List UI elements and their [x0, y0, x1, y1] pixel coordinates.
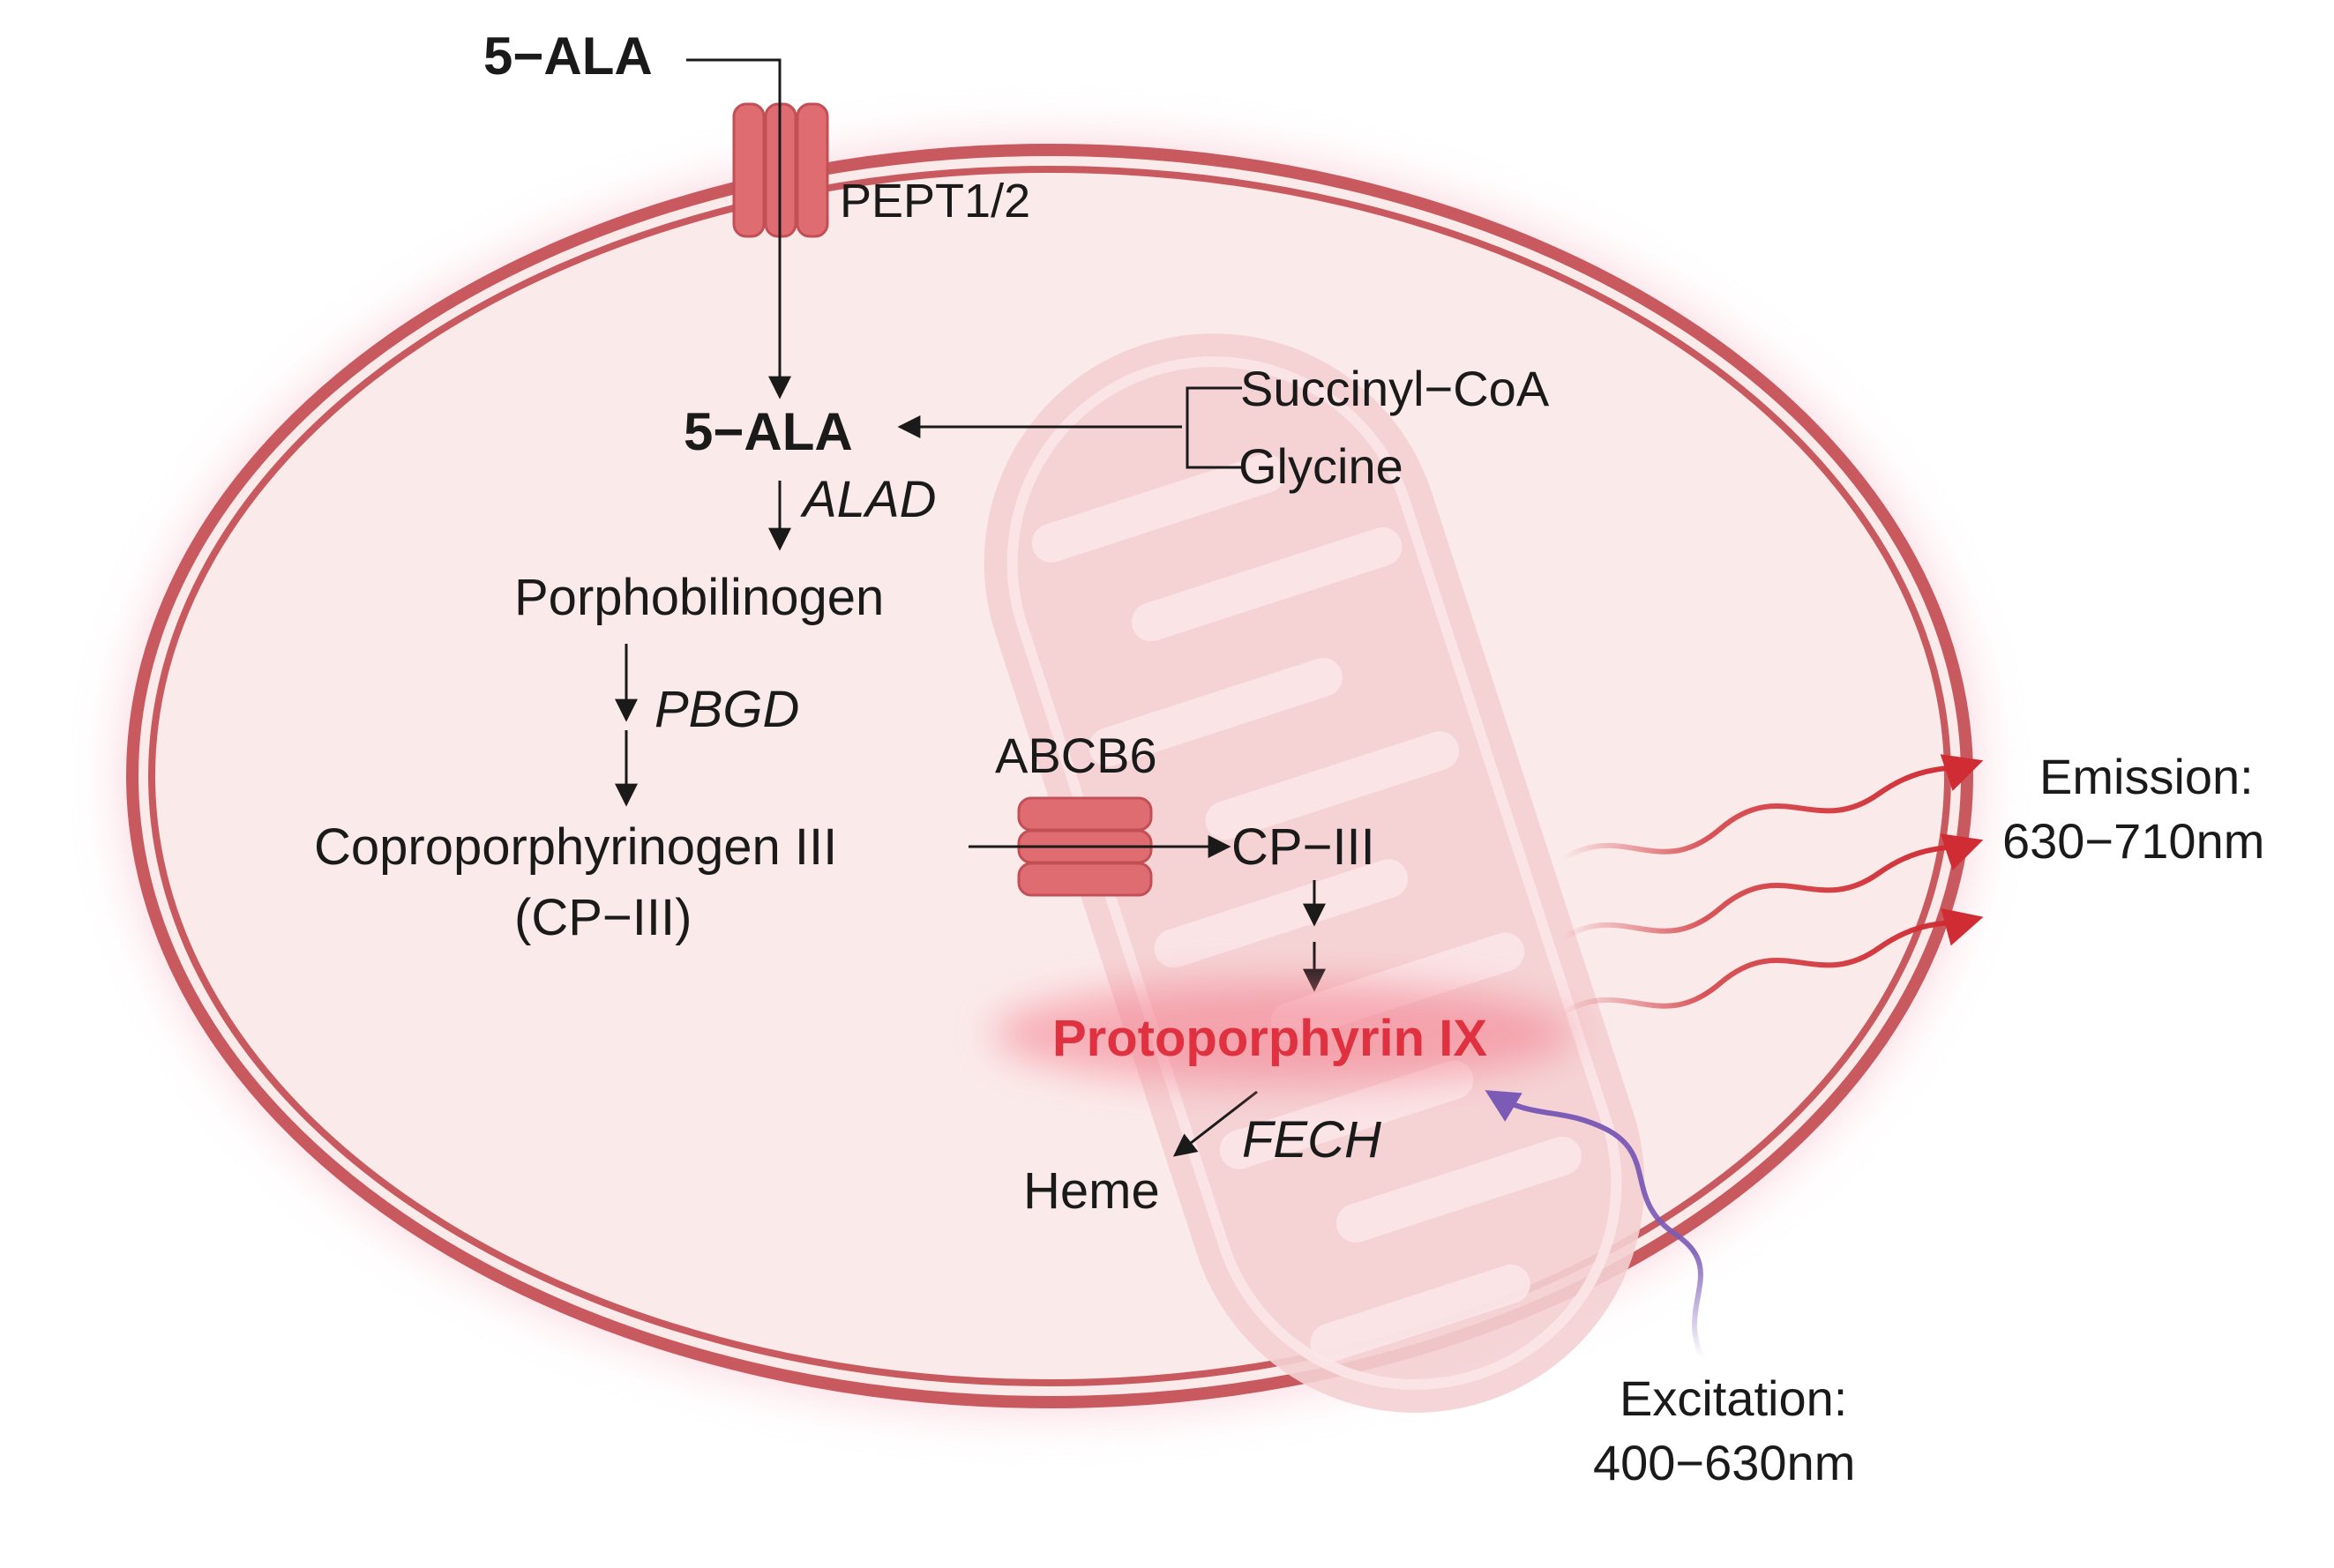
coproporphyrinogen-label: Coproporphyrinogen III — [314, 818, 837, 876]
excitation-arrow — [1485, 1090, 1705, 1360]
cp3-abbr-label: (CP−III) — [514, 889, 692, 946]
ppix-glow — [992, 982, 1575, 1085]
ala-outside-label: 5−ALA — [483, 26, 653, 86]
ppix-label: Protoporphyrin IX — [1052, 1010, 1487, 1067]
cp3-label: CP−III — [1231, 818, 1375, 876]
emission-label-2: 630−710nm — [2002, 813, 2264, 869]
emission-label-1: Emission: — [2039, 749, 2254, 804]
excitation-label-1: Excitation: — [1620, 1370, 1847, 1426]
fech-arrow — [1172, 1090, 1258, 1157]
heme-label: Heme — [1023, 1162, 1160, 1220]
precursor-bracket — [1186, 386, 1242, 469]
pbgd-enzyme-label: PBGD — [655, 681, 799, 738]
alad-enzyme-label: ALAD — [800, 471, 937, 528]
abcb6-label: ABCB6 — [995, 728, 1157, 783]
fech-enzyme-label: FECH — [1242, 1111, 1381, 1169]
ala-inside-label: 5−ALA — [684, 402, 853, 461]
excitation-label-2: 400−630nm — [1593, 1435, 1855, 1490]
succinyl-coa-label: Succinyl−CoA — [1240, 361, 1550, 416]
porphobilinogen-label: Porphobilinogen — [514, 569, 884, 626]
glycine-label: Glycine — [1238, 438, 1403, 494]
pept-label: PEPT1/2 — [840, 175, 1030, 228]
emission-arrows — [1560, 754, 1984, 1017]
uptake-arrow — [686, 58, 791, 399]
